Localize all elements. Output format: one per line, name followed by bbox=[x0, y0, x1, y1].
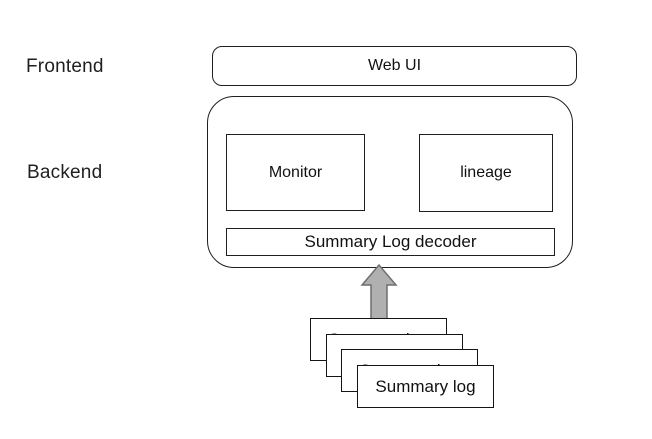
summary-log-decoder-label: Summary Log decoder bbox=[304, 232, 477, 251]
up-arrow-icon bbox=[360, 263, 398, 320]
lineage-box-label: lineage bbox=[460, 164, 512, 181]
monitor-box: Monitor bbox=[226, 134, 365, 211]
summary-log-card-front: Summary log bbox=[357, 365, 494, 408]
webui-box: Web UI bbox=[212, 46, 577, 86]
summary-log-decoder-bar: Summary Log decoder bbox=[226, 228, 555, 256]
monitor-box-label: Monitor bbox=[268, 163, 323, 181]
webui-box-label: Web UI bbox=[367, 57, 422, 74]
frontend-tier-label: Frontend bbox=[26, 56, 104, 77]
summary-log-card-label: Summary log bbox=[375, 376, 476, 396]
lineage-box: lineage bbox=[419, 134, 553, 212]
backend-tier-label: Backend bbox=[27, 162, 103, 183]
